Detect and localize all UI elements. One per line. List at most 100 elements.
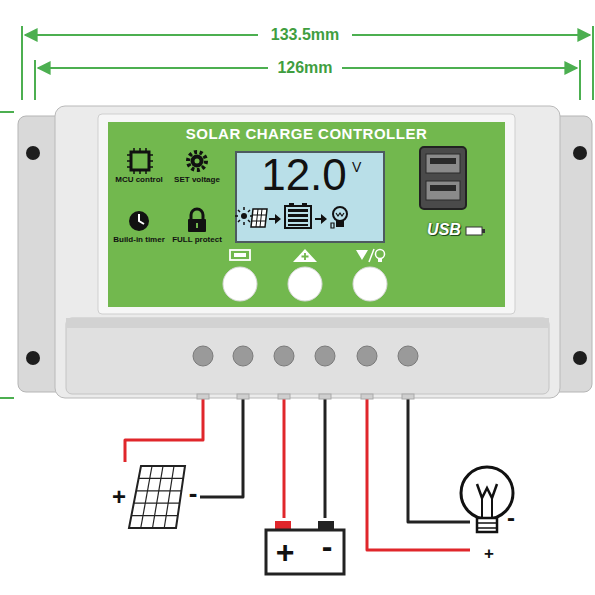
terminal-screws [274,346,294,366]
feature-icons [145,148,147,152]
node-text: + [110,485,128,509]
button-icons [230,249,385,262]
button-icons [356,250,368,260]
usb-ports [466,227,482,235]
lamp-load: -+ [470,465,525,565]
node-text: 12.0 [258,153,350,197]
feature-icons [129,211,149,231]
usb-ports [426,181,460,200]
feature-icons [195,159,200,164]
front-panel [236,152,384,242]
feature-icons [131,152,149,170]
lcd-icons [288,219,308,222]
button-icons [230,250,250,260]
battery-symbol [266,530,344,574]
button-icons [369,249,374,262]
lcd-icons [285,206,311,228]
terminal-screws [402,394,414,399]
dimension-lines [0,111,14,113]
feature-icons [127,148,206,232]
terminal-screws [193,346,418,399]
lcd-icons [269,214,281,224]
battery: +- [262,518,348,578]
lcd-icons [336,213,344,216]
button-icons [378,259,382,262]
feature-icons [133,170,135,174]
lcd-icons [289,203,294,206]
solar-panel-symbol [139,478,184,479]
node-text: - [500,506,522,530]
dimension-label: 133.5mm [258,27,352,44]
node-text: + [481,545,497,562]
lamp-symbol [461,467,513,519]
usb-ports [430,185,456,191]
node-text: + [272,536,298,568]
controller-housing [26,351,40,365]
node-text: Build-in timer [112,236,166,244]
dimension-lines [0,397,14,399]
button-icons [376,250,385,259]
lcd-icons [331,223,334,228]
feature-icons [133,148,135,152]
feature-icons [188,152,206,170]
feature-icons [149,154,153,156]
feature-icons [127,154,131,156]
solar-panel-symbol [129,466,185,528]
node-text: - [314,530,340,562]
lcd-icons [252,209,266,227]
feature-badge: MCU control [112,174,166,200]
usb-label: USB [422,222,466,239]
feature-icons [188,219,206,232]
dimension-label: 126mm [268,60,342,77]
terminal-screws [357,346,377,366]
control-buttons [223,267,257,301]
control-buttons [223,267,387,301]
node-text: FULL protect [170,236,224,244]
front-panel [108,122,505,307]
controller-housing [26,146,40,160]
feature-badge: Build-in timer [112,234,166,260]
solar-panel-symbol [131,515,177,516]
terminal-screws [319,394,331,399]
solar-panel-symbol [153,466,164,528]
node-text: V [352,160,372,174]
controller-housing [18,106,592,398]
controller-housing [66,318,549,394]
battery-symbol [266,521,344,574]
terminal-screws [278,394,290,399]
button-icons [234,253,246,257]
controller-housing [98,114,515,314]
solar-panel-symbol [129,466,185,528]
lcd-icons [288,214,308,217]
terminal-screws [233,346,253,366]
feature-icons [149,166,153,168]
lcd-icons [333,207,347,221]
solar-panel-symbol [134,503,180,504]
dimension-lines [0,26,593,398]
usb-ports [420,147,466,209]
feature-icons [145,170,147,174]
lamp-symbol [477,518,497,532]
controller-housing [55,106,560,398]
lcd-icons [302,203,307,206]
terminal-screws [193,346,213,366]
lcd-display: 12.0V [236,152,384,242]
feature-icons [139,214,144,224]
node-text: MCU control [112,176,166,184]
dimension-lines [579,60,581,100]
feature-icons [149,160,153,162]
terminal-screws [237,394,249,399]
terminal-screws [361,394,373,399]
lcd-icons [235,207,253,225]
feature-icons [139,170,141,174]
lamp-symbol [461,467,513,532]
terminal-screws [398,346,418,366]
terminal-screws [315,346,335,366]
front-panel-box: SOLAR CHARGE CONTROLLERMCU controlSET vo… [108,122,505,307]
solar-panel: +- [108,462,200,530]
controller-housing [66,318,549,328]
lcd-icons [288,224,308,226]
feature-badge: FULL protect [170,234,224,260]
